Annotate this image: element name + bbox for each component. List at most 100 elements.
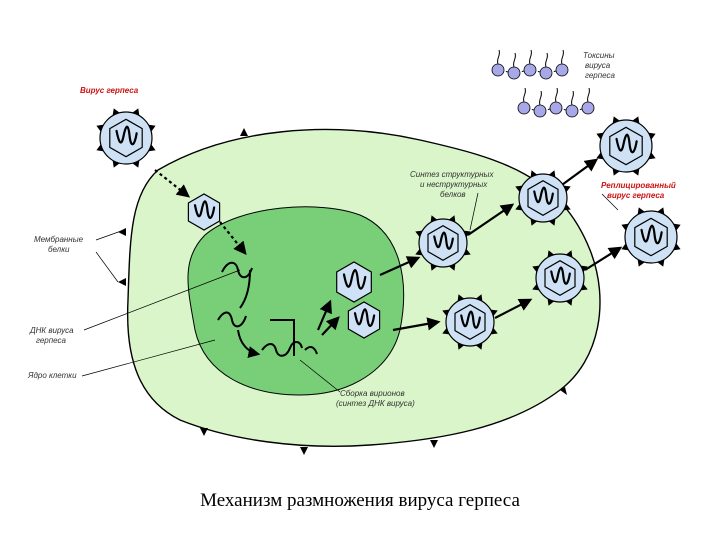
glycoprotein-spike [457,294,465,302]
glycoprotein-spike [463,230,471,238]
glycoprotein-spike [621,243,629,251]
toxins [491,49,595,118]
herpes-virion [515,170,571,226]
glycoprotein-spike [612,168,620,176]
glycoprotein-spike [96,144,104,152]
toxin-molecule [555,63,569,77]
label-synthesis: Синтез структурных [410,170,494,179]
glycoprotein-spike [648,152,656,160]
capsid [427,225,459,261]
viral-dna [217,261,318,358]
herpes-virion [621,207,681,267]
toxin-molecule [517,101,531,115]
virion-dna [533,186,554,205]
glycoprotein-spike [548,170,556,178]
label-synthesis-3: белков [440,190,466,199]
toxin-stalk [513,52,516,68]
label-viral-dna: ДНК вируса [29,326,74,335]
capsid [634,217,668,257]
glycoprotein-spike [530,170,538,178]
toxin-stalk [523,87,526,103]
toxin-molecule [491,63,505,77]
capsid [544,260,576,296]
virion-dna [193,200,216,220]
capsid [609,126,643,166]
glycoprotein-spike [532,283,540,291]
process-arrows [154,158,623,336]
herpes-virion [415,215,471,271]
glycoprotein-spike [580,283,588,291]
herpes-virion [347,301,381,339]
toxin-stalk [571,90,574,106]
toxin-molecule [539,66,553,80]
glycoprotein-spike [648,132,656,140]
cell-nucleus [187,206,405,396]
glycoprotein-spike [448,215,456,223]
glycoprotein-spike [96,124,104,132]
glycoprotein-spike [596,132,604,140]
virion-dna [115,125,138,146]
glycoprotein-spike [148,144,156,152]
glycoprotein-spike [673,223,681,231]
toxin-molecule [523,63,537,77]
herpes-virion [532,250,588,306]
glycoprotein-spike [430,263,438,271]
toxin-stalk [497,49,500,65]
glycoprotein-spike [637,259,645,267]
glycoprotein-spike [565,250,573,258]
toxin-molecule [549,101,563,115]
capsid [454,304,486,340]
glycoprotein-spike [490,309,498,317]
label-herpes-virus: Вирус герпеса [80,86,139,95]
glycoprotein-spike [415,230,423,238]
glycoprotein-spike [657,259,665,267]
glycoprotein-spike [132,108,140,116]
glycoprotein-spike [442,309,450,317]
glycoprotein-spike [112,160,120,168]
glycoprotein-spike [475,294,483,302]
toxin-molecule [533,104,547,118]
label-replicated-2: вирус герпеса [607,191,665,200]
glycoprotein-spike [515,185,523,193]
toxin-stalk [555,87,558,103]
capsid [336,261,372,303]
virion-dna [640,224,663,245]
glycoprotein-spike [112,108,120,116]
virion-dna [460,310,481,329]
glycoprotein-spike [657,207,665,215]
glycoprotein-spike [148,124,156,132]
label-toxins-2: вируса [585,61,611,70]
toxin-molecule [581,101,595,115]
toxin-molecule [507,66,521,80]
toxin-stalk [529,49,532,65]
capsid [187,193,221,231]
glycoprotein-spike [580,265,588,273]
glycoprotein-spike [430,215,438,223]
glycoprotein-spike [596,152,604,160]
toxin-stalk [561,49,564,65]
glycoprotein-spike [490,327,498,335]
glycoprotein-spike [515,203,523,211]
toxin-molecule [565,104,579,118]
virion-dna [433,231,454,250]
glycoprotein-spike [475,342,483,350]
glycoprotein-spike [532,265,540,273]
glycoprotein-spike [547,298,555,306]
glycoprotein-spike [612,116,620,124]
glycoprotein-spike [463,248,471,256]
glycoprotein-spike [442,327,450,335]
label-viral-dna-2: герпеса [36,336,67,345]
toxin-stalk [587,87,590,103]
glycoprotein-spike [621,223,629,231]
herpes-virion [96,108,156,168]
virions [96,108,681,350]
label-membrane-proteins-2: белки [48,245,70,254]
label-toxins-3: герпеса [585,71,616,80]
glycoprotein-spike [448,263,456,271]
label-cell-nucleus: Ядро клетки [27,371,77,380]
capsid [109,118,143,158]
capsid [347,301,381,339]
toxin-stalk [539,90,542,106]
glycoprotein-spike [565,298,573,306]
